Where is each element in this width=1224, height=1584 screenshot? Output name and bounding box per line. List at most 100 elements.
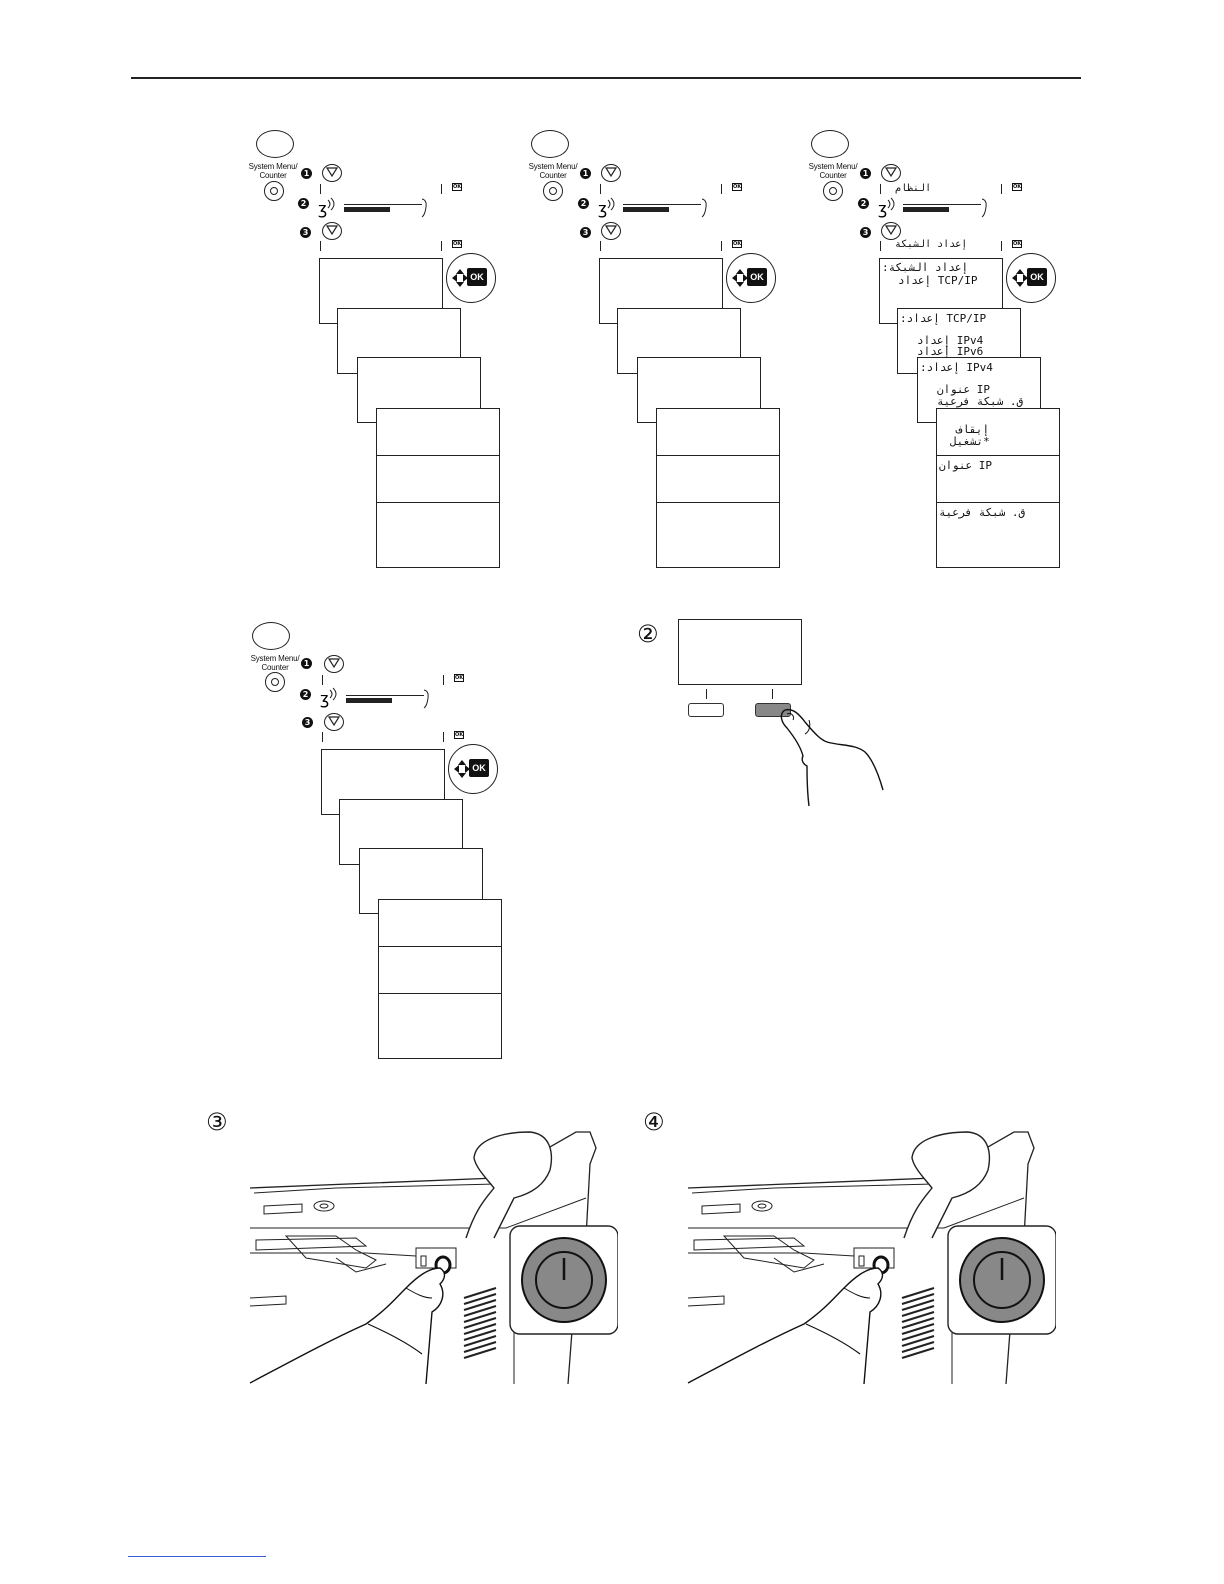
lcd-tick [320, 241, 322, 251]
lcd-system-text: النظام [895, 183, 932, 194]
down-arrow-icon[interactable] [322, 164, 342, 182]
ok-icon: OK [732, 240, 742, 248]
footer-link-underline [128, 1556, 266, 1557]
menu-panel-ip-address [936, 455, 1060, 503]
lcd-tick [1001, 241, 1003, 251]
lcd-tick [880, 241, 882, 251]
step-number: 1 [860, 168, 871, 179]
step-number: 3 [860, 227, 871, 238]
lcd-tick [721, 241, 723, 251]
panel-item[interactable]: IP عنوان [937, 383, 990, 396]
lcd-tick [443, 675, 445, 685]
four-way-arrow-icon[interactable]: OK [1006, 253, 1056, 303]
step-4-label: ④ [643, 1108, 665, 1136]
system-menu-icon[interactable] [264, 181, 284, 201]
bracket [421, 198, 427, 218]
lcd-tick [322, 675, 324, 685]
key-tick [706, 689, 708, 699]
bracket [423, 689, 429, 709]
display-panel [678, 619, 802, 685]
four-way-arrow-icon[interactable]: OK [446, 253, 496, 303]
panel-item[interactable]: IPv6 إعداد [917, 345, 984, 358]
volume-level-track [623, 204, 701, 205]
step-number: 1 [301, 168, 312, 179]
down-arrow-icon[interactable] [601, 222, 621, 240]
panel-item[interactable]: ق. شبكة فرعية [937, 395, 1024, 408]
panel-item[interactable]: *تشغيل [950, 435, 990, 448]
step-3-label: ③ [206, 1108, 228, 1136]
panel-item: ق. شبكة فرعية [939, 506, 1026, 519]
down-arrow-icon[interactable] [601, 164, 621, 182]
system-menu-icon[interactable] [823, 181, 843, 201]
ok-icon: OK [452, 240, 462, 248]
menu-panel [378, 899, 502, 947]
lcd-tick [600, 184, 602, 194]
menu-panel [378, 946, 502, 994]
step-number: 2 [858, 198, 869, 209]
volume-level-fill [346, 698, 392, 703]
step-number: 3 [302, 717, 313, 728]
step-number: 3 [580, 227, 591, 238]
panel-item[interactable]: إيقاف [956, 423, 990, 436]
printer-power-illustration [249, 1131, 618, 1384]
volume-level-fill [344, 207, 390, 212]
volume-icon: ʒ [878, 197, 895, 218]
menu-panel [656, 455, 780, 503]
printer-power-illustration [687, 1131, 1056, 1384]
pointing-hand-icon [780, 708, 884, 807]
system-menu-label: System Menu/Counter [808, 162, 858, 180]
left-select-key[interactable] [688, 703, 724, 717]
ok-icon: OK [732, 183, 742, 191]
volume-level-track [344, 204, 422, 205]
lcd-tick [441, 184, 443, 194]
volume-level-fill [903, 207, 949, 212]
svg-text:ʒ: ʒ [320, 689, 329, 708]
menu-panel [656, 502, 780, 568]
system-menu-key-outline [531, 130, 569, 158]
down-arrow-icon[interactable] [881, 222, 901, 240]
down-arrow-icon[interactable] [881, 164, 901, 182]
system-menu-icon[interactable] [543, 181, 563, 201]
down-arrow-icon[interactable] [324, 713, 344, 731]
four-way-arrow-icon[interactable]: OK [726, 253, 776, 303]
system-menu-key-outline [811, 130, 849, 158]
lcd-tick [441, 241, 443, 251]
volume-icon: ʒ [318, 197, 335, 218]
menu-panel [376, 502, 500, 568]
four-way-arrow-icon[interactable]: OK [448, 744, 498, 794]
system-menu-icon[interactable] [265, 672, 285, 692]
ok-key[interactable]: OK [469, 759, 489, 777]
system-menu-key-outline [256, 130, 294, 158]
volume-level-fill [623, 207, 669, 212]
lcd-tick [1001, 184, 1003, 194]
lcd-tick [320, 184, 322, 194]
step-number: 2 [300, 689, 311, 700]
step-number: 1 [580, 168, 591, 179]
system-menu-label: System Menu/Counter [248, 162, 298, 180]
volume-icon: ʒ [320, 687, 337, 708]
ok-key[interactable]: OK [1027, 268, 1047, 286]
panel-item[interactable]: IPv4 إعداد [917, 334, 984, 347]
down-arrow-icon[interactable] [322, 222, 342, 240]
ok-icon: OK [454, 731, 464, 739]
ok-icon: OK [1012, 183, 1022, 191]
svg-text:ʒ: ʒ [598, 199, 607, 218]
bracket [701, 198, 707, 218]
lcd-tick [322, 732, 324, 742]
down-arrow-icon[interactable] [324, 655, 344, 673]
lcd-network-setup-text: إعداد الشبكة [895, 239, 968, 250]
ok-key[interactable]: OK [747, 268, 767, 286]
menu-panel-subnet [936, 502, 1060, 568]
volume-level-track [346, 695, 424, 696]
menu-panel [376, 455, 500, 503]
lcd-tick [721, 184, 723, 194]
step-number: 3 [300, 227, 311, 238]
step-number: 2 [578, 198, 589, 209]
ok-key[interactable]: OK [467, 268, 487, 286]
header-rule [131, 77, 1081, 79]
step-2-label: ② [637, 620, 659, 648]
menu-panel [378, 993, 502, 1059]
panel-item[interactable]: TCP/IP إعداد [898, 274, 978, 287]
lcd-tick [443, 732, 445, 742]
bracket [981, 198, 987, 218]
